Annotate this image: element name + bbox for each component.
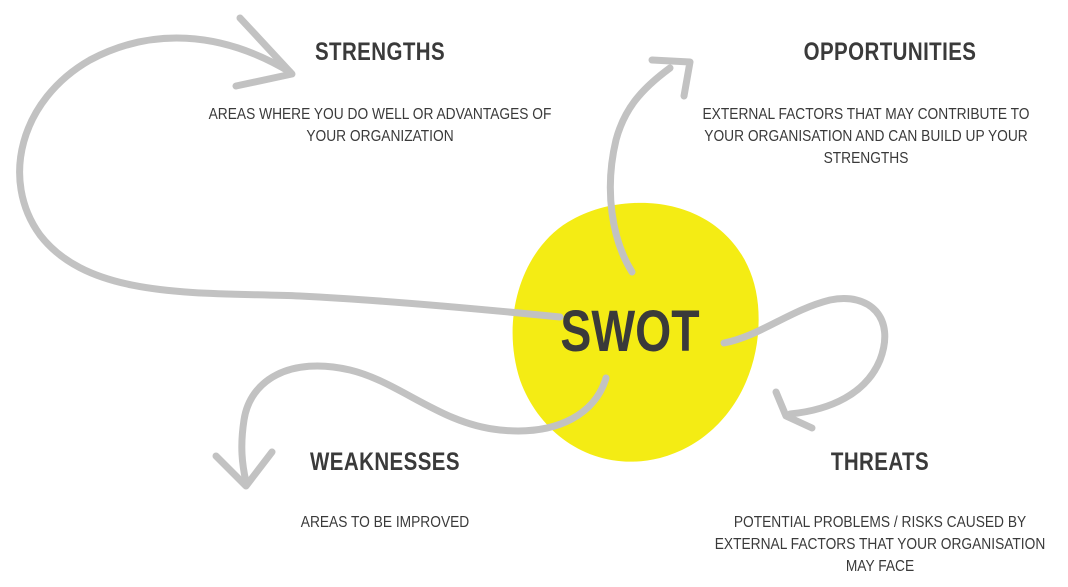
opportunities-description: EXTERNAL FACTORS THAT MAY CONTRIBUTE TO … (694, 104, 1038, 170)
threats-line-2: EXTERNAL FACTORS THAT YOUR ORGANISATION (714, 536, 1046, 553)
strengths-line-1: AREAS WHERE YOU DO WELL OR ADVANTAGES OF (208, 106, 552, 123)
opportunities-line-3: STRENGTHS (823, 150, 909, 167)
strengths-title: STRENGTHS (314, 38, 446, 66)
arrow-to-opportunities (606, 56, 694, 276)
opportunities-line-2: YOUR ORGANISATION AND CAN BUILD UP YOUR (704, 128, 1028, 145)
opportunities-title: OPPORTUNITIES (803, 38, 977, 66)
weaknesses-description: AREAS TO BE IMPROVED (269, 512, 501, 534)
threats-line-3: MAY FACE (845, 558, 915, 575)
weaknesses-title: WEAKNESSES (310, 448, 460, 476)
threats-title: THREATS (830, 448, 930, 476)
strengths-description: AREAS WHERE YOU DO WELL OR ADVANTAGES OF… (191, 104, 569, 148)
arrow-to-threats (720, 295, 889, 432)
arrow-to-strengths (16, 14, 564, 321)
opportunities-line-1: EXTERNAL FACTORS THAT MAY CONTRIBUTE TO (702, 106, 1030, 123)
threats-description: POTENTIAL PROBLEMS / RISKS CAUSED BY EXT… (699, 512, 1060, 578)
arrow-to-weaknesses (212, 362, 610, 490)
threats-line-1: POTENTIAL PROBLEMS / RISKS CAUSED BY (733, 514, 1027, 531)
weaknesses-line-1: AREAS TO BE IMPROVED (300, 514, 470, 531)
swot-center-label: SWOT (560, 299, 700, 364)
swot-center-circle (512, 202, 759, 462)
strengths-line-2: YOUR ORGANIZATION (306, 128, 454, 145)
